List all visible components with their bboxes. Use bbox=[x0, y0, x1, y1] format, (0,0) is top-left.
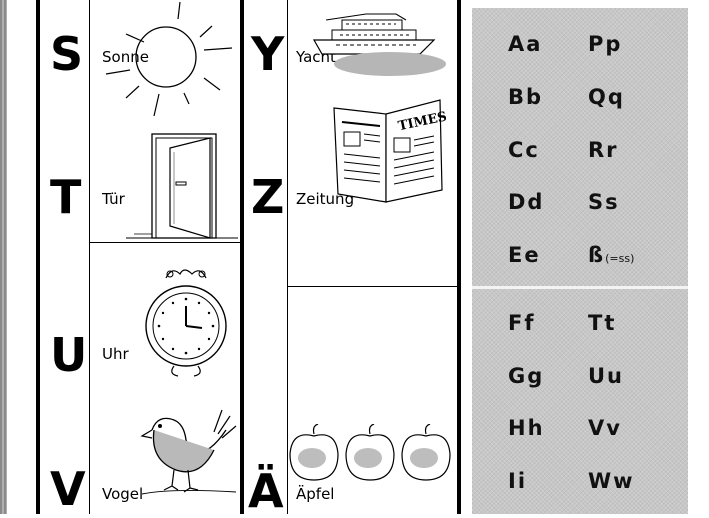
letter-pair: Ff bbox=[508, 311, 536, 335]
word-tuer: Tür bbox=[102, 190, 125, 208]
letter-t: T bbox=[50, 170, 82, 224]
word-vogel: Vogel bbox=[102, 485, 144, 503]
column-divider bbox=[457, 0, 461, 514]
eszett-letter: ß bbox=[588, 243, 606, 267]
bird-icon bbox=[132, 402, 240, 502]
letter-v: V bbox=[50, 462, 86, 516]
column-divider bbox=[36, 0, 40, 514]
column-divider bbox=[287, 0, 288, 514]
letter-s: S bbox=[50, 27, 84, 81]
letter-pair: Hh bbox=[508, 416, 545, 440]
letter-pair: Uu bbox=[588, 364, 625, 388]
word-sonne: Sonne bbox=[102, 48, 149, 66]
letter-pair: Cc bbox=[508, 138, 540, 162]
letter-pair: Qq bbox=[588, 85, 625, 109]
letter-pair: Rr bbox=[588, 138, 619, 162]
letter-pair: Vv bbox=[588, 416, 622, 440]
clock-icon bbox=[144, 262, 228, 380]
apples-icon bbox=[288, 424, 454, 486]
alphabet-panel-gap bbox=[472, 286, 688, 289]
letter-pair: Aa bbox=[508, 32, 543, 56]
letter-y: Y bbox=[251, 27, 285, 81]
sun-icon bbox=[104, 0, 234, 125]
yacht-icon bbox=[306, 6, 446, 78]
letter-u: U bbox=[50, 328, 88, 382]
row-divider bbox=[90, 242, 242, 243]
alphabet-panel bbox=[472, 8, 688, 514]
letter-pair: Ii bbox=[508, 469, 528, 493]
column-divider bbox=[240, 0, 244, 514]
letter-pair: Bb bbox=[508, 85, 544, 109]
letter-pair: Ss bbox=[588, 190, 620, 214]
door-icon bbox=[126, 130, 241, 242]
column-divider bbox=[89, 0, 90, 514]
letter-pair: Ee bbox=[508, 243, 541, 267]
letter-pair-eszett: ß(=ss) bbox=[588, 245, 634, 266]
page-edge bbox=[0, 0, 7, 514]
letter-pair: Dd bbox=[508, 190, 545, 214]
newspaper-icon: TIMES bbox=[330, 98, 446, 204]
word-zeitung: Zeitung bbox=[296, 190, 355, 208]
letter-pair: Gg bbox=[508, 364, 545, 388]
letter-pair: Ww bbox=[588, 469, 635, 493]
row-divider bbox=[288, 286, 458, 287]
letter-pair: Tt bbox=[588, 311, 617, 335]
eszett-note: (=ss) bbox=[605, 252, 635, 265]
letter-pair: Pp bbox=[588, 32, 623, 56]
word-aepfel: Äpfel bbox=[296, 485, 335, 503]
letter-z: Z bbox=[251, 170, 285, 224]
word-uhr: Uhr bbox=[102, 345, 129, 363]
letter-ae: Ä bbox=[248, 464, 284, 518]
